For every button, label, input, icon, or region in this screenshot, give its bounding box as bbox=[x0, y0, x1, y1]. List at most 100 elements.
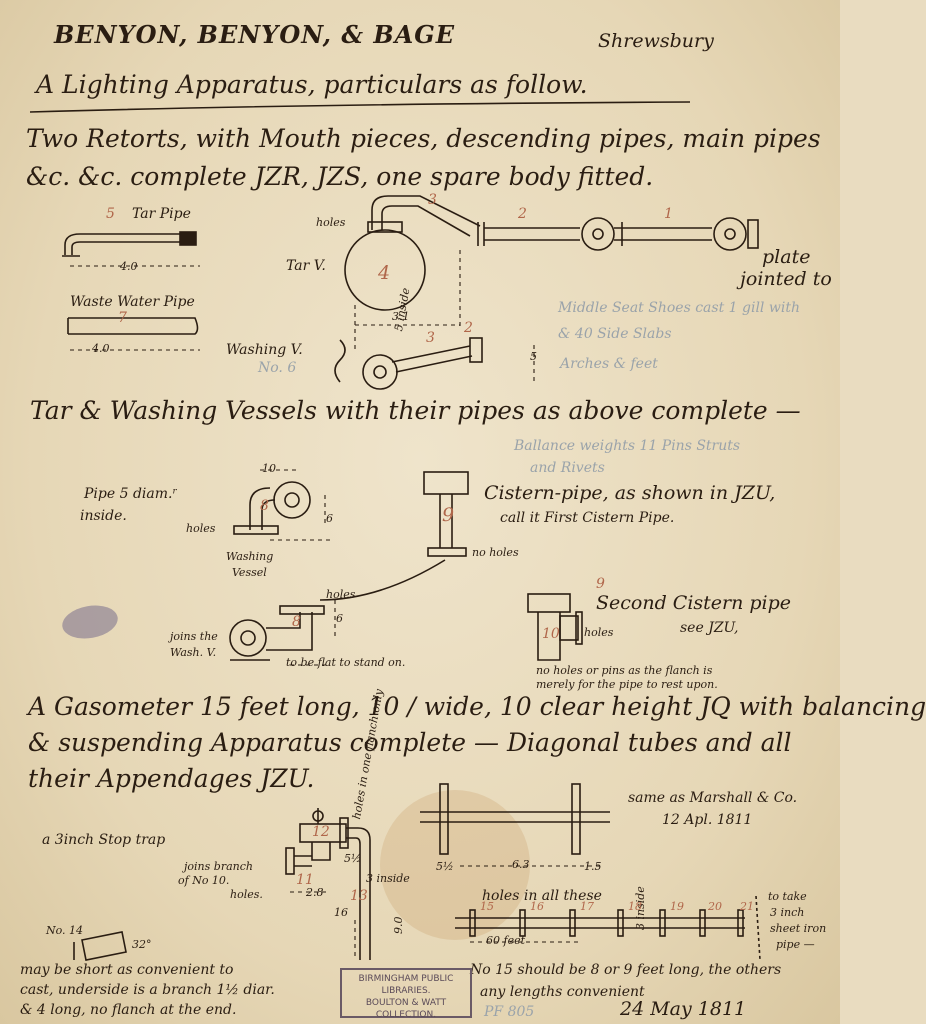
stoptrap-dim90: 9.0 bbox=[392, 916, 405, 935]
section1-line1: Two Retorts, with Mouth pieces, descendi… bbox=[26, 124, 821, 153]
section3-line3: their Appendages JZU. bbox=[28, 764, 315, 793]
pencil-note-3: Arches & feet bbox=[560, 356, 658, 372]
tar-vessel-circle bbox=[344, 229, 426, 311]
washing-no6: No. 6 bbox=[258, 360, 297, 376]
gaso-date: 12 Apl. 1811 bbox=[662, 812, 753, 828]
retort-n3: 3 bbox=[428, 192, 437, 208]
joins-label1: joins the bbox=[170, 630, 218, 643]
gaso-n19: 19 bbox=[670, 900, 684, 913]
pipe5-dim10: 10 bbox=[262, 462, 276, 475]
second-n10: 10 bbox=[542, 626, 560, 642]
section1-line2: &c. &c. complete JZR, JZS, one spare bod… bbox=[26, 162, 654, 191]
tar-pipe-dim: 4.0 bbox=[120, 260, 138, 273]
stoptrap-n11: 11 bbox=[296, 872, 314, 888]
gaso-take3: sheet iron bbox=[770, 922, 827, 935]
pipe5-n8: 8 bbox=[260, 498, 269, 514]
cistern-desc2: call it First Cistern Pipe. bbox=[500, 510, 675, 526]
pipe5-holes: holes bbox=[186, 522, 216, 535]
section3-line2: & suspending Apparatus complete — Diagon… bbox=[28, 728, 792, 757]
waste-pipe-drawing bbox=[67, 317, 199, 335]
tar-v-label: Tar V. bbox=[286, 258, 326, 274]
vessel-num: 4 bbox=[378, 262, 391, 284]
retort-n2b: 2 bbox=[464, 320, 473, 336]
pencil-note-4: Ballance weights 11 Pins Struts bbox=[514, 438, 741, 454]
dim-3-1: 3.1 bbox=[392, 310, 410, 323]
jointed-label: jointed to bbox=[740, 268, 832, 290]
section2-line: Tar & Washing Vessels with their pipes a… bbox=[30, 396, 801, 425]
piece14-no: No. 14 bbox=[46, 924, 84, 937]
gaso-n18: 18 bbox=[628, 900, 642, 913]
pipe5-label1: Pipe 5 diam.ʳ bbox=[84, 486, 178, 502]
stoptrap-joins1: joins branch bbox=[184, 860, 253, 873]
technical-drawings bbox=[29, 101, 761, 961]
piece14-deg: 32° bbox=[132, 938, 152, 951]
pipe5-flange-circle bbox=[273, 481, 311, 519]
pencil-note-2: & 40 Side Slabs bbox=[558, 326, 672, 342]
gaso-n21: 21 bbox=[740, 900, 754, 913]
stamp-line4: COLLECTION. bbox=[375, 1010, 437, 1020]
stoptrap-dim16: 16 bbox=[334, 906, 348, 919]
bottom-right1: No 15 should be 8 or 9 feet long, the ot… bbox=[470, 962, 782, 978]
gaso-dim63: 6.3 bbox=[512, 858, 530, 871]
retort-n2: 2 bbox=[518, 206, 527, 222]
bottom-right2: any lengths convenient bbox=[480, 984, 645, 1000]
stamp-line2: LIBRARIES. bbox=[381, 986, 431, 996]
joins-holes: holes bbox=[326, 588, 356, 601]
gaso-take4: pipe — bbox=[776, 938, 815, 951]
section3-line1: A Gasometer 15 feet long, 10 / wide, 10 … bbox=[28, 692, 926, 721]
retort-n1: 1 bbox=[664, 206, 673, 222]
cistern-pipe-top bbox=[423, 471, 469, 495]
pipe5-label2: inside. bbox=[80, 508, 127, 524]
dim-5: 5 bbox=[530, 350, 537, 363]
bottom-left3: & 4 long, no flanch at the end. bbox=[20, 1002, 237, 1018]
stoptrap-n12: 12 bbox=[312, 824, 330, 840]
cistern-desc1: Cistern-pipe, as shown in JZU, bbox=[484, 482, 776, 504]
pipe5-dim6: 6 bbox=[326, 512, 333, 525]
second-cistern-top bbox=[527, 593, 571, 613]
stamp-line1: BIRMINGHAM PUBLIC bbox=[358, 974, 454, 984]
gaso-n20: 20 bbox=[708, 900, 722, 913]
waste-pipe-dim: 4.0 bbox=[92, 342, 110, 355]
second-label: Second Cistern pipe bbox=[596, 592, 792, 614]
bottom-date: 24 May 1811 bbox=[620, 998, 747, 1020]
stop-trap-body bbox=[299, 823, 347, 843]
gaso-d1: 5½ bbox=[436, 860, 454, 873]
second-holes: holes bbox=[584, 626, 614, 639]
stamp-line3: BOULTON & WATT bbox=[365, 998, 447, 1008]
firm-name: BENYON, BENYON, & BAGE bbox=[54, 20, 456, 49]
library-stamp: BIRMINGHAM PUBLIC LIBRARIES. BOULTON & W… bbox=[340, 968, 472, 1020]
second-n9: 9 bbox=[596, 576, 605, 592]
pipe5-washing: Washing bbox=[226, 550, 274, 563]
joins-flat: to be flat to stand on. bbox=[286, 656, 406, 669]
bottom-left2: cast, underside is a branch 1½ diar. bbox=[20, 982, 275, 998]
gaso-holes-all: holes in all these bbox=[482, 888, 602, 904]
tar-pipe-label: Tar Pipe bbox=[132, 206, 191, 222]
plate-label: plate bbox=[762, 246, 811, 268]
retort-holes: holes bbox=[316, 216, 346, 229]
joins-dim6: 6 bbox=[336, 612, 343, 625]
bottom-ref: PF 805 bbox=[484, 1004, 535, 1020]
stoptrap-label: a 3inch Stop trap bbox=[42, 832, 166, 848]
pencil-note-5: and Rivets bbox=[530, 460, 605, 476]
second-note1: no holes or pins as the flanch is bbox=[536, 664, 713, 677]
tar-pipe-drawing bbox=[64, 233, 190, 255]
piece-14-drawing bbox=[81, 931, 127, 961]
pencil-note-1: Middle Seat Shoes cast 1 gill with bbox=[558, 300, 800, 316]
retort-n3b: 3 bbox=[426, 330, 435, 346]
joins-flange-circle bbox=[229, 619, 267, 657]
stoptrap-joins2: of No 10. bbox=[178, 874, 230, 887]
cistern-n9: 9 bbox=[442, 504, 455, 526]
stoptrap-dim51: 5½ bbox=[344, 852, 362, 865]
stoptrap-joins3: holes. bbox=[230, 888, 263, 901]
title-underline bbox=[29, 101, 691, 113]
washing-vessel-circle bbox=[362, 354, 398, 390]
second-see: see JZU, bbox=[680, 620, 739, 636]
waste-pipe-num: 7 bbox=[118, 310, 127, 326]
joins-n8: 8 bbox=[292, 614, 301, 630]
retort-bend-pipe bbox=[371, 195, 481, 237]
waste-pipe-label: Waste Water Pipe bbox=[70, 294, 195, 310]
gaso-n17: 17 bbox=[580, 900, 594, 913]
gaso-take1: to take bbox=[768, 890, 807, 903]
gaso-same: same as Marshall & Co. bbox=[628, 790, 798, 806]
